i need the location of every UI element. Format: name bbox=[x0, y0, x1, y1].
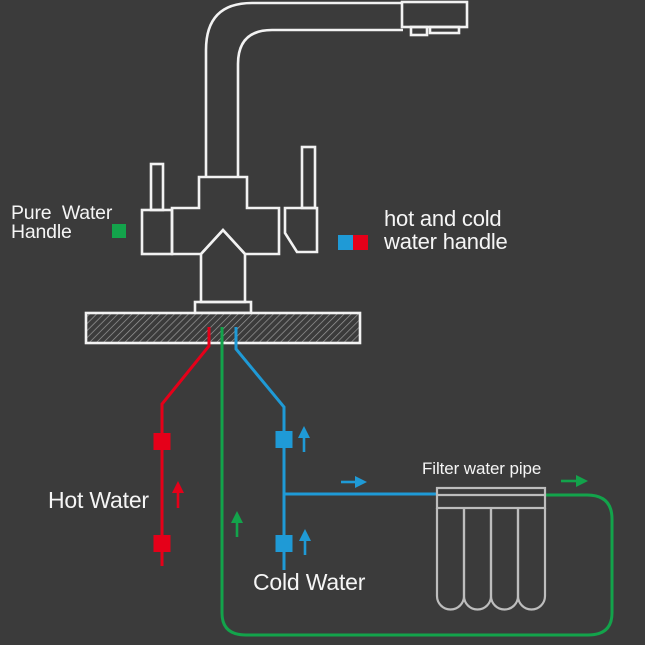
cold-water-pipe bbox=[234, 327, 286, 570]
faucet-base-column bbox=[199, 228, 247, 304]
faucet bbox=[140, 0, 469, 315]
cold-water-label: Cold Water bbox=[253, 569, 366, 595]
pure-flow-right-arrow bbox=[561, 475, 588, 487]
hot-swatch-icon bbox=[353, 235, 368, 250]
pure-water-handle-label: Pure Water Handle bbox=[11, 202, 113, 243]
faucet-aerator-nub bbox=[409, 25, 429, 37]
filter-cartridge-2 bbox=[462, 508, 493, 611]
faucet-spout-head bbox=[400, 0, 469, 29]
faucet-base-flange bbox=[193, 300, 253, 315]
cold-flow-right-arrow bbox=[341, 476, 367, 488]
hot-cold-handle-label: hot and cold water handle bbox=[384, 206, 508, 254]
pure-handle-lever bbox=[149, 162, 165, 212]
filter-cap bbox=[435, 486, 547, 510]
hot-water-pipe bbox=[160, 327, 211, 566]
hot-flow-up-arrow bbox=[172, 481, 184, 508]
pure-water-pipe bbox=[220, 327, 614, 637]
mixer-handle-lever bbox=[300, 145, 317, 210]
filter-unit bbox=[435, 486, 547, 611]
cold-swatch-icon bbox=[338, 235, 353, 250]
filter-water-pipe-label: Filter water pipe bbox=[422, 459, 542, 478]
cold-valve-upper bbox=[275, 431, 293, 448]
faucet-neck-outer-line bbox=[204, 1, 403, 178]
pure-handle-block bbox=[140, 208, 174, 256]
faucet-body bbox=[170, 175, 281, 256]
hot-valve-lower bbox=[153, 535, 171, 552]
faucet-aerator-bar bbox=[428, 25, 461, 35]
hot-water-label: Hot Water bbox=[48, 487, 149, 513]
mixer-handle-block bbox=[283, 206, 319, 254]
cold-water-line bbox=[234, 327, 437, 570]
pure-handle-swatch-icon bbox=[112, 224, 126, 238]
filter-cartridge-1 bbox=[435, 508, 466, 611]
cold-flow-up-arrow-2 bbox=[299, 529, 311, 555]
hot-valve-upper bbox=[153, 433, 171, 450]
cold-valve-lower bbox=[275, 535, 293, 552]
pure-flow-up-arrow bbox=[231, 511, 243, 537]
hot-water-line bbox=[153, 327, 211, 566]
filter-cartridge-3 bbox=[489, 508, 520, 611]
cold-flow-up-arrow-1 bbox=[298, 426, 310, 452]
filter-cartridge-4 bbox=[516, 508, 547, 611]
faucet-neck-inner-line bbox=[236, 28, 403, 178]
pure-water-line bbox=[220, 327, 614, 637]
